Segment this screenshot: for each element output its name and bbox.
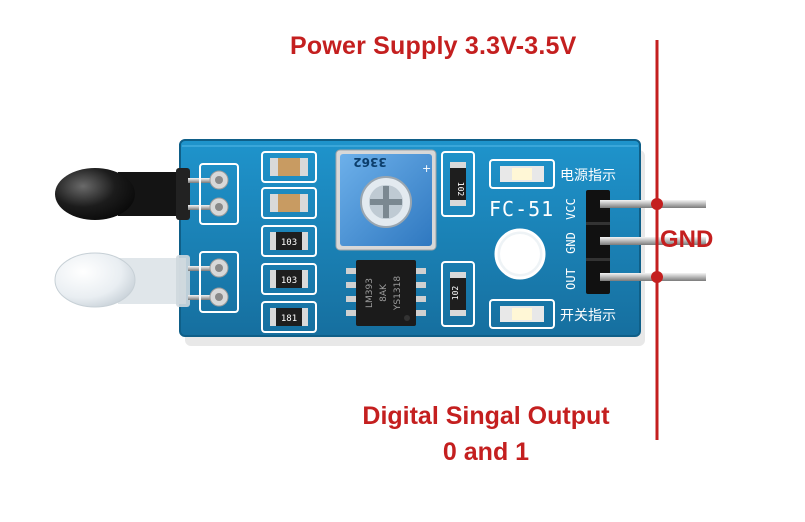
switch-indicator-led (489, 299, 555, 329)
ic-line3-label: YS1318 (393, 276, 403, 311)
pin-label-vcc: VCC (564, 198, 578, 220)
pin-label-gnd: GND (564, 232, 578, 254)
resistor-102-bottom-label: 102 (451, 286, 460, 301)
potentiometer-plus-mark: + (422, 162, 431, 175)
power-led-label: 电源指示 (560, 168, 616, 184)
out-marker-dot (651, 271, 663, 283)
gnd-pin (600, 237, 706, 245)
lm393-comparator-ic: LM393 8AK YS1318 (346, 260, 426, 326)
mounting-hole (494, 228, 546, 280)
smd-resistor-103-a: 103 (261, 225, 317, 257)
gnd-annotation: GND (660, 226, 714, 253)
resistor-181-label: 181 (281, 314, 297, 324)
black-ir-receiver (55, 168, 218, 220)
potentiometer: 3362 + (335, 149, 437, 251)
resistor-102-top-label: 102 (456, 182, 465, 197)
potentiometer-code-label: 3362 (353, 155, 386, 169)
digital-output-line2: 0 and 1 (442, 438, 530, 466)
smd-resistor-102-bottom: 102 (441, 261, 475, 327)
ic-line1-label: LM393 (365, 278, 375, 308)
smd-resistor-103-b: 103 (261, 263, 317, 295)
power-supply-annotation: Power Supply 3.3V-3.5V (290, 32, 577, 60)
resistor-103-a-label: 103 (281, 238, 297, 248)
smd-resistor-102-top: 102 (441, 151, 475, 217)
ic-line2-label: 8AK (379, 283, 389, 302)
led-solder-pads (199, 163, 239, 313)
pin-label-out: OUT (564, 268, 578, 290)
digital-output-line1: Digital Singal Output (362, 402, 610, 430)
vcc-marker-dot (651, 198, 663, 210)
power-indicator-led (489, 159, 555, 189)
model-label: FC-51 (489, 197, 554, 221)
smd-capacitors (261, 151, 317, 219)
digital-output-annotation: Digital Singal Output 0 and 1 (316, 398, 656, 470)
clear-ir-emitter (54, 252, 218, 308)
resistor-103-b-label: 103 (281, 276, 297, 286)
smd-resistor-181: 181 (261, 301, 317, 333)
switch-led-label: 开关指示 (560, 308, 616, 324)
